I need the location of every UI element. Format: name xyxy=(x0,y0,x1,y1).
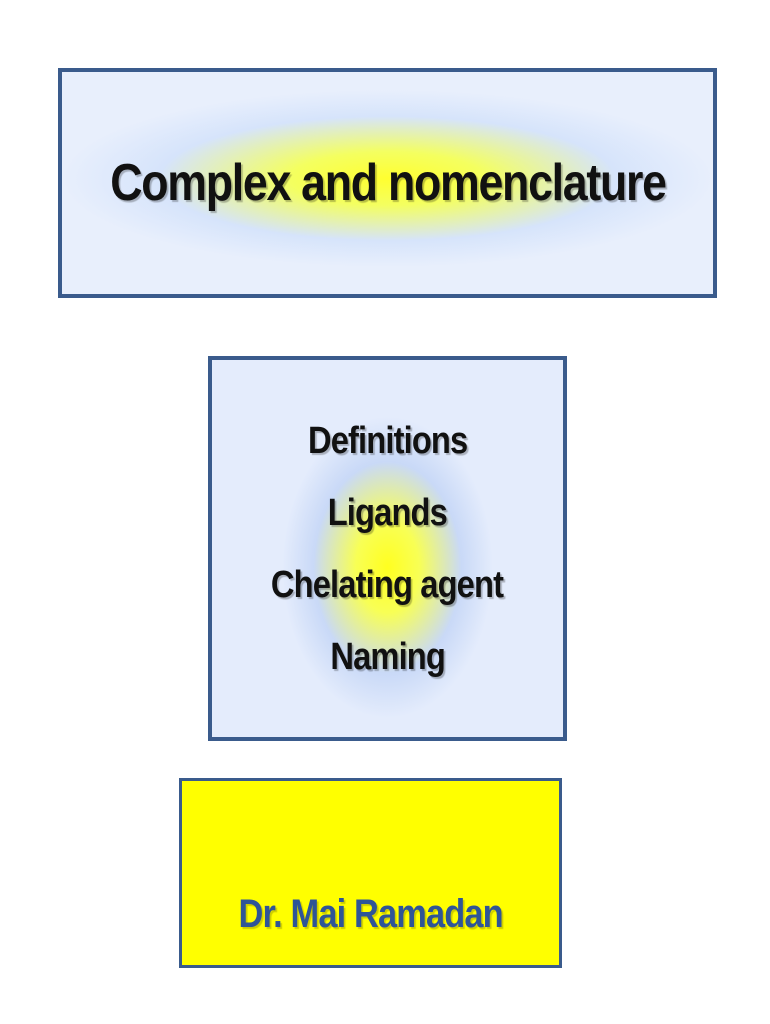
topic-item: Chelating agent xyxy=(271,563,504,606)
author-box: Dr. Mai Ramadan xyxy=(179,778,562,968)
topic-item: Definitions xyxy=(307,419,468,462)
topic-item: Naming xyxy=(330,635,446,678)
topic-item: Ligands xyxy=(327,491,448,534)
author-name: Dr. Mai Ramadan xyxy=(238,892,503,936)
topics-box: Definitions Ligands Chelating agent Nami… xyxy=(208,356,567,741)
slide-title: Complex and nomenclature xyxy=(109,154,667,212)
title-box: Complex and nomenclature xyxy=(58,68,717,298)
